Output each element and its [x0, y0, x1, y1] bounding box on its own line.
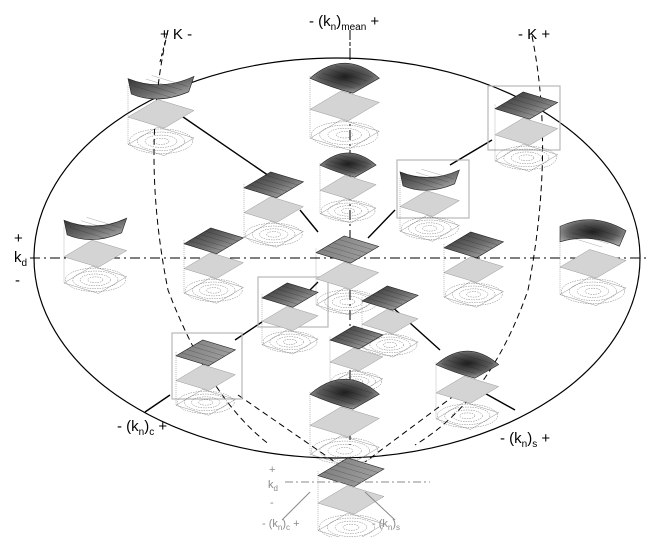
frame-upper-right-inner: [396, 159, 470, 219]
label-k-plus-minus: + K -: [160, 26, 193, 43]
label-k-minus-plus: - K +: [518, 26, 551, 43]
label-kd-plus: +: [14, 230, 23, 247]
label-kns: - (kn)s +: [500, 431, 550, 450]
label-kns-sub2: s: [532, 439, 538, 450]
surfaces-group: [63, 62, 627, 537]
surface-lower-left-inner: [261, 282, 319, 355]
label-kd: kd: [14, 250, 27, 269]
legend-knc-open: - (k: [262, 518, 278, 530]
label-kns-open: - (k: [500, 430, 522, 447]
label-kd-minus: -: [15, 272, 20, 289]
frame-bottom-left: [171, 332, 243, 400]
label-kn-mean-close: +: [366, 13, 380, 30]
label-knc-sub: n: [138, 427, 145, 438]
surface-bottom-right: [435, 350, 500, 430]
legend-kns-sub2: s: [396, 523, 401, 532]
legend-knc: - (kn)c +: [262, 519, 300, 532]
legend-plus: +: [269, 464, 276, 476]
surface-bottom-center: [309, 378, 380, 466]
kns-line-upper: [449, 139, 493, 166]
label-kd-sub: d: [21, 258, 28, 269]
legend-kd-sub: d: [273, 484, 278, 493]
legend-kd: kd: [268, 480, 278, 493]
surface-lower-right-inner: [361, 285, 419, 358]
legend-kd-k: k: [268, 479, 274, 491]
label-kn-mean-open: - (k: [309, 13, 331, 30]
label-knc-plus: +: [154, 418, 168, 435]
surface-upper-left-inner: [243, 171, 305, 248]
knc-line-inner: [299, 209, 319, 233]
surface-upper-center: [319, 152, 377, 224]
label-knc-close: ): [144, 418, 150, 435]
label-knc: - (kn)c +: [117, 419, 167, 438]
surface-legend: [317, 457, 385, 537]
surface-top-center: [309, 62, 380, 150]
label-kn-mean-subsub: mean: [341, 22, 367, 33]
legend-knc-sub: n: [277, 523, 283, 532]
frame-top-right: [487, 85, 561, 151]
legend-axes: [281, 481, 430, 521]
surface-center: [315, 235, 380, 316]
legend-kns-open: - (k: [372, 518, 388, 530]
legend-kns-sub: n: [387, 523, 393, 532]
kns-line-tail: [144, 394, 171, 413]
surface-upper-right-inner: [399, 169, 461, 242]
legend-knc-plus: +: [290, 518, 300, 530]
knc-line-upper: [169, 107, 273, 179]
surface-top-left: [127, 75, 195, 156]
legend-minus: -: [270, 497, 274, 509]
label-kn-mean: - (kn)mean +: [309, 13, 380, 33]
label-kns-close: ): [527, 430, 533, 447]
surface-mid-left: [183, 227, 245, 304]
label-knc-open: - (k: [117, 418, 139, 435]
label-kns-plus: +: [537, 430, 551, 447]
dashed-right-to-bottom: [364, 394, 456, 463]
label-knc-sub2: c: [149, 427, 155, 438]
legend-knc-sub2: c: [286, 523, 291, 532]
surface-mid-far-right: [559, 219, 627, 306]
legend-kns-close: ): [392, 518, 397, 530]
surface-mid-right: [443, 231, 505, 308]
legend-knc-close: ): [282, 518, 287, 530]
label-kd-k: k: [14, 249, 22, 266]
label-kn-mean-sub: n: [330, 22, 337, 33]
surface-top-right: [494, 91, 559, 172]
kns-line-inner: [367, 209, 396, 239]
surface-mid-far-left: [63, 217, 128, 294]
surface-bottom-left: [175, 339, 237, 416]
legend-kns: - (kn)s: [372, 519, 400, 532]
label-kns-sub: n: [521, 439, 528, 450]
